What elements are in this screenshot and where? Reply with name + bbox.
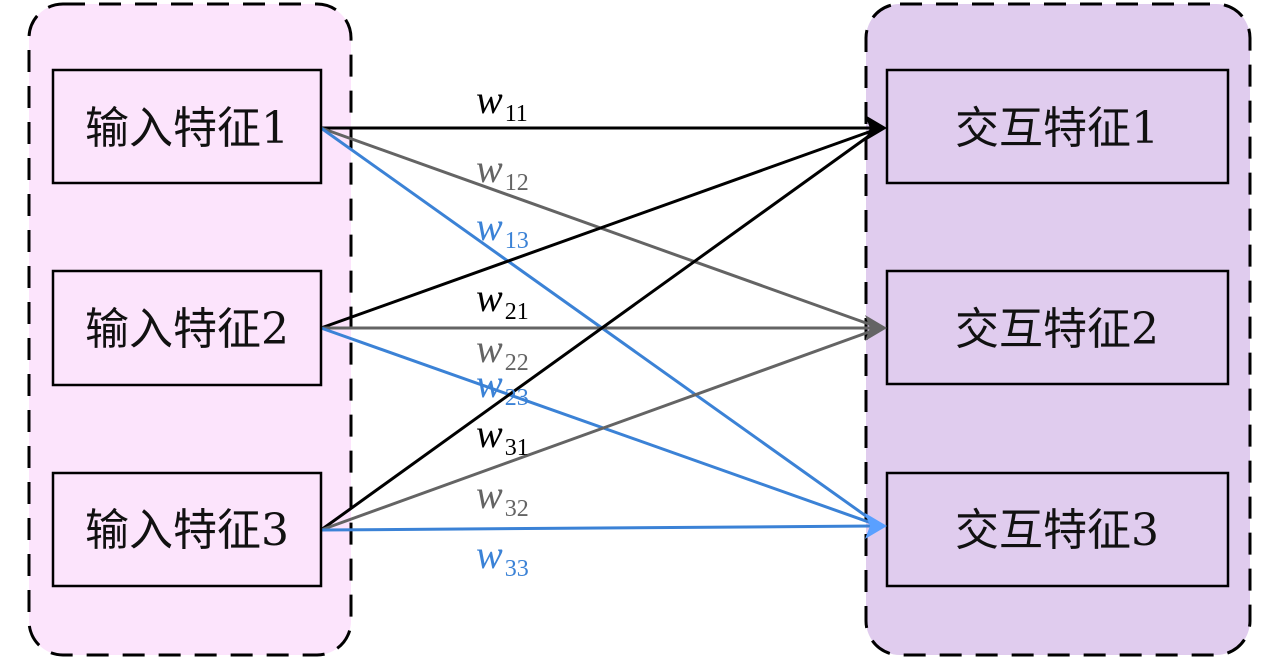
output-node-2: 交互特征2 [885, 269, 1230, 386]
output-node-3-label: 交互特征3 [955, 505, 1159, 556]
edge-in2-out3 [320, 326, 873, 525]
weight-symbol: w [476, 532, 503, 577]
input-node-1: 输入特征1 [51, 68, 323, 185]
output-node-1: 交互特征1 [885, 68, 1230, 185]
weight-symbol: w [476, 326, 503, 371]
weight-label-33: w33 [476, 532, 529, 582]
weight-label-12: w12 [476, 146, 529, 196]
weight-subscript: 32 [505, 496, 529, 522]
weight-subscript: 33 [505, 556, 529, 582]
edges-layer [320, 126, 873, 532]
output-node-1-label: 交互特征1 [955, 103, 1159, 154]
input-node-3-label: 输入特征3 [85, 505, 289, 556]
input-node-2-label: 输入特征2 [85, 304, 289, 355]
weight-label-13: w13 [476, 204, 529, 254]
output-node-2-label: 交互特征2 [955, 304, 1159, 355]
edge-in3-out2 [320, 329, 873, 532]
arrowhead-out3 [865, 513, 887, 539]
edge-in3-out3 [320, 524, 873, 532]
arrowheads [865, 115, 887, 539]
weight-symbol: w [476, 411, 503, 456]
weight-symbol: w [476, 472, 503, 517]
weight-subscript: 11 [505, 101, 528, 127]
weight-label-32: w32 [476, 472, 529, 522]
input-node-3: 输入特征3 [51, 471, 323, 588]
weight-subscript: 13 [505, 228, 529, 254]
weight-label-31: w31 [476, 411, 529, 461]
weight-symbol: w [476, 146, 503, 191]
weight-label-22: w22 [476, 326, 529, 376]
edge-in2-out1 [320, 129, 873, 330]
output-node-3: 交互特征3 [885, 471, 1230, 588]
weight-subscript: 22 [505, 350, 529, 376]
weight-label-21: w21 [476, 275, 529, 325]
weight-subscript: 12 [505, 170, 529, 196]
weight-label-11: w11 [476, 77, 528, 127]
weight-symbol: w [476, 361, 503, 406]
input-node-2: 输入特征2 [51, 269, 323, 387]
weight-subscript: 21 [505, 299, 529, 325]
arrowhead-out2 [865, 315, 887, 341]
edge-in3-out1 [320, 132, 873, 532]
weight-label-23: w23 [476, 361, 529, 411]
arrowhead-out1 [865, 115, 887, 141]
weight-symbol: w [476, 204, 503, 249]
weight-symbol: w [476, 77, 503, 122]
weight-subscript: 31 [505, 435, 529, 461]
input-group-container [27, 2, 353, 657]
weight-subscript: 23 [505, 385, 529, 411]
edge-in1-out3 [320, 126, 873, 522]
edge-in1-out2 [320, 126, 873, 327]
input-node-1-label: 输入特征1 [85, 103, 289, 154]
weight-symbol: w [476, 275, 503, 320]
